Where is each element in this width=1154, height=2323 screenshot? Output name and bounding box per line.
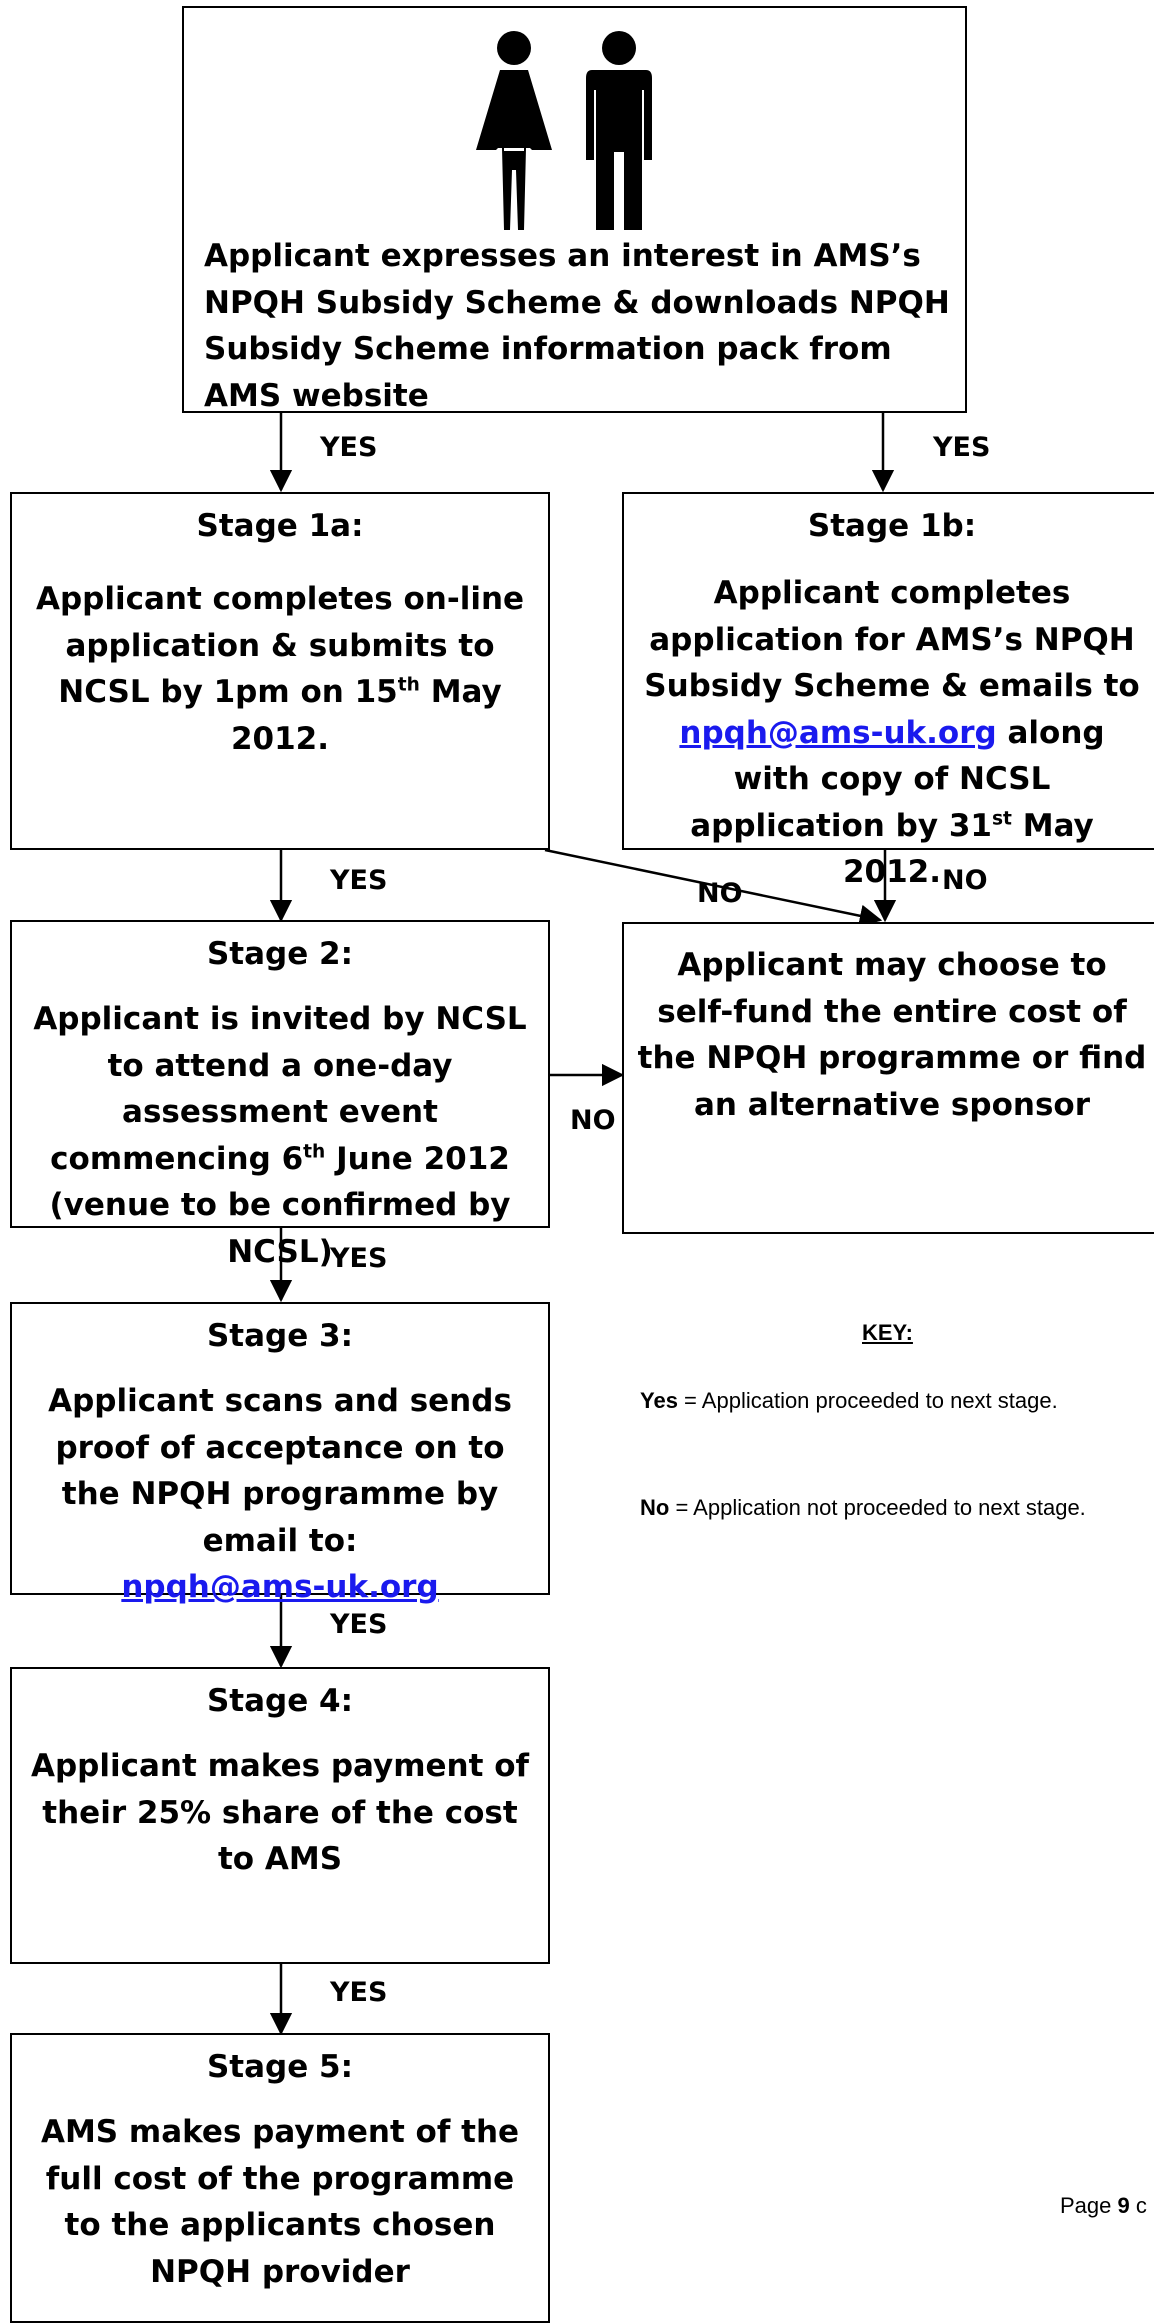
page-number: Page 9 c: [1060, 2193, 1147, 2218]
label-no-1b: NO: [942, 865, 988, 896]
start-box: Applicant expresses an interest in AMS’s…: [182, 6, 967, 414]
stage4-box: Stage 4: Applicant makes payment of thei…: [10, 1667, 550, 1964]
start-text: Applicant expresses an interest in AMS’s…: [204, 238, 950, 414]
stage2-box: Stage 2: Applicant is invited by NCSL to…: [10, 920, 550, 1270]
label-yes-1a-2: YES: [330, 865, 388, 896]
key-no: No = Application not proceeded to next s…: [640, 1495, 1086, 1520]
stage5-box: Stage 5: AMS makes payment of the full c…: [10, 2033, 550, 2323]
key-yes: Yes = Application proceeded to next stag…: [640, 1388, 1058, 1413]
stage1b-sup: st: [991, 808, 1012, 830]
label-yes-3-4: YES: [330, 1609, 388, 1640]
stage1b-title: Stage 1b:: [807, 508, 977, 544]
man-icon: [586, 31, 652, 230]
stage3-box: Stage 3: Applicant scans and sends proof…: [10, 1302, 550, 1605]
stage5-text: AMS makes payment of the full cost of th…: [40, 2114, 520, 2290]
label-yes-start-1a: YES: [320, 432, 378, 463]
stage5-title: Stage 5:: [206, 2049, 354, 2085]
woman-icon: [476, 31, 552, 230]
stage1a-text: Applicant completes on-line application …: [35, 581, 525, 757]
stage3-title: Stage 3:: [206, 1318, 354, 1354]
stage1a-box: Stage 1a: Applicant completes on-line ap…: [10, 492, 550, 850]
key-title: KEY:: [862, 1320, 913, 1345]
selffund-text: Applicant may choose to self-fund the en…: [637, 947, 1147, 1123]
stage2-title: Stage 2:: [206, 936, 354, 972]
label-yes-2-3: YES: [330, 1243, 388, 1274]
stage1a-title: Stage 1a:: [196, 508, 364, 544]
label-no-2: NO: [570, 1105, 616, 1136]
stage1b-text: Applicant completes application for AMS’…: [644, 575, 1140, 891]
stage1b-box: Stage 1b: Applicant completes applicatio…: [622, 492, 1154, 890]
stage2-sup: th: [303, 1141, 326, 1163]
stage4-title: Stage 4:: [206, 1683, 354, 1719]
label-no-1a: NO: [697, 878, 743, 909]
stage4-text: Applicant makes payment of their 25% sha…: [30, 1748, 530, 1878]
stage1b-email-link[interactable]: npqh@ams-uk.org: [679, 714, 997, 751]
stage2-text: Applicant is invited by NCSL to attend a…: [33, 1001, 527, 1270]
label-yes-4-5: YES: [330, 1977, 388, 2008]
stage3-text: Applicant scans and sends proof of accep…: [48, 1383, 512, 1606]
selffund-box: Applicant may choose to self-fund the en…: [622, 922, 1154, 1234]
arrow-stage1a-to-selffund: [544, 848, 883, 927]
stage1a-sup: th: [397, 674, 420, 696]
stage3-email-link[interactable]: npqh@ams-uk.org: [121, 1569, 439, 1606]
label-yes-start-1b: YES: [933, 432, 991, 463]
